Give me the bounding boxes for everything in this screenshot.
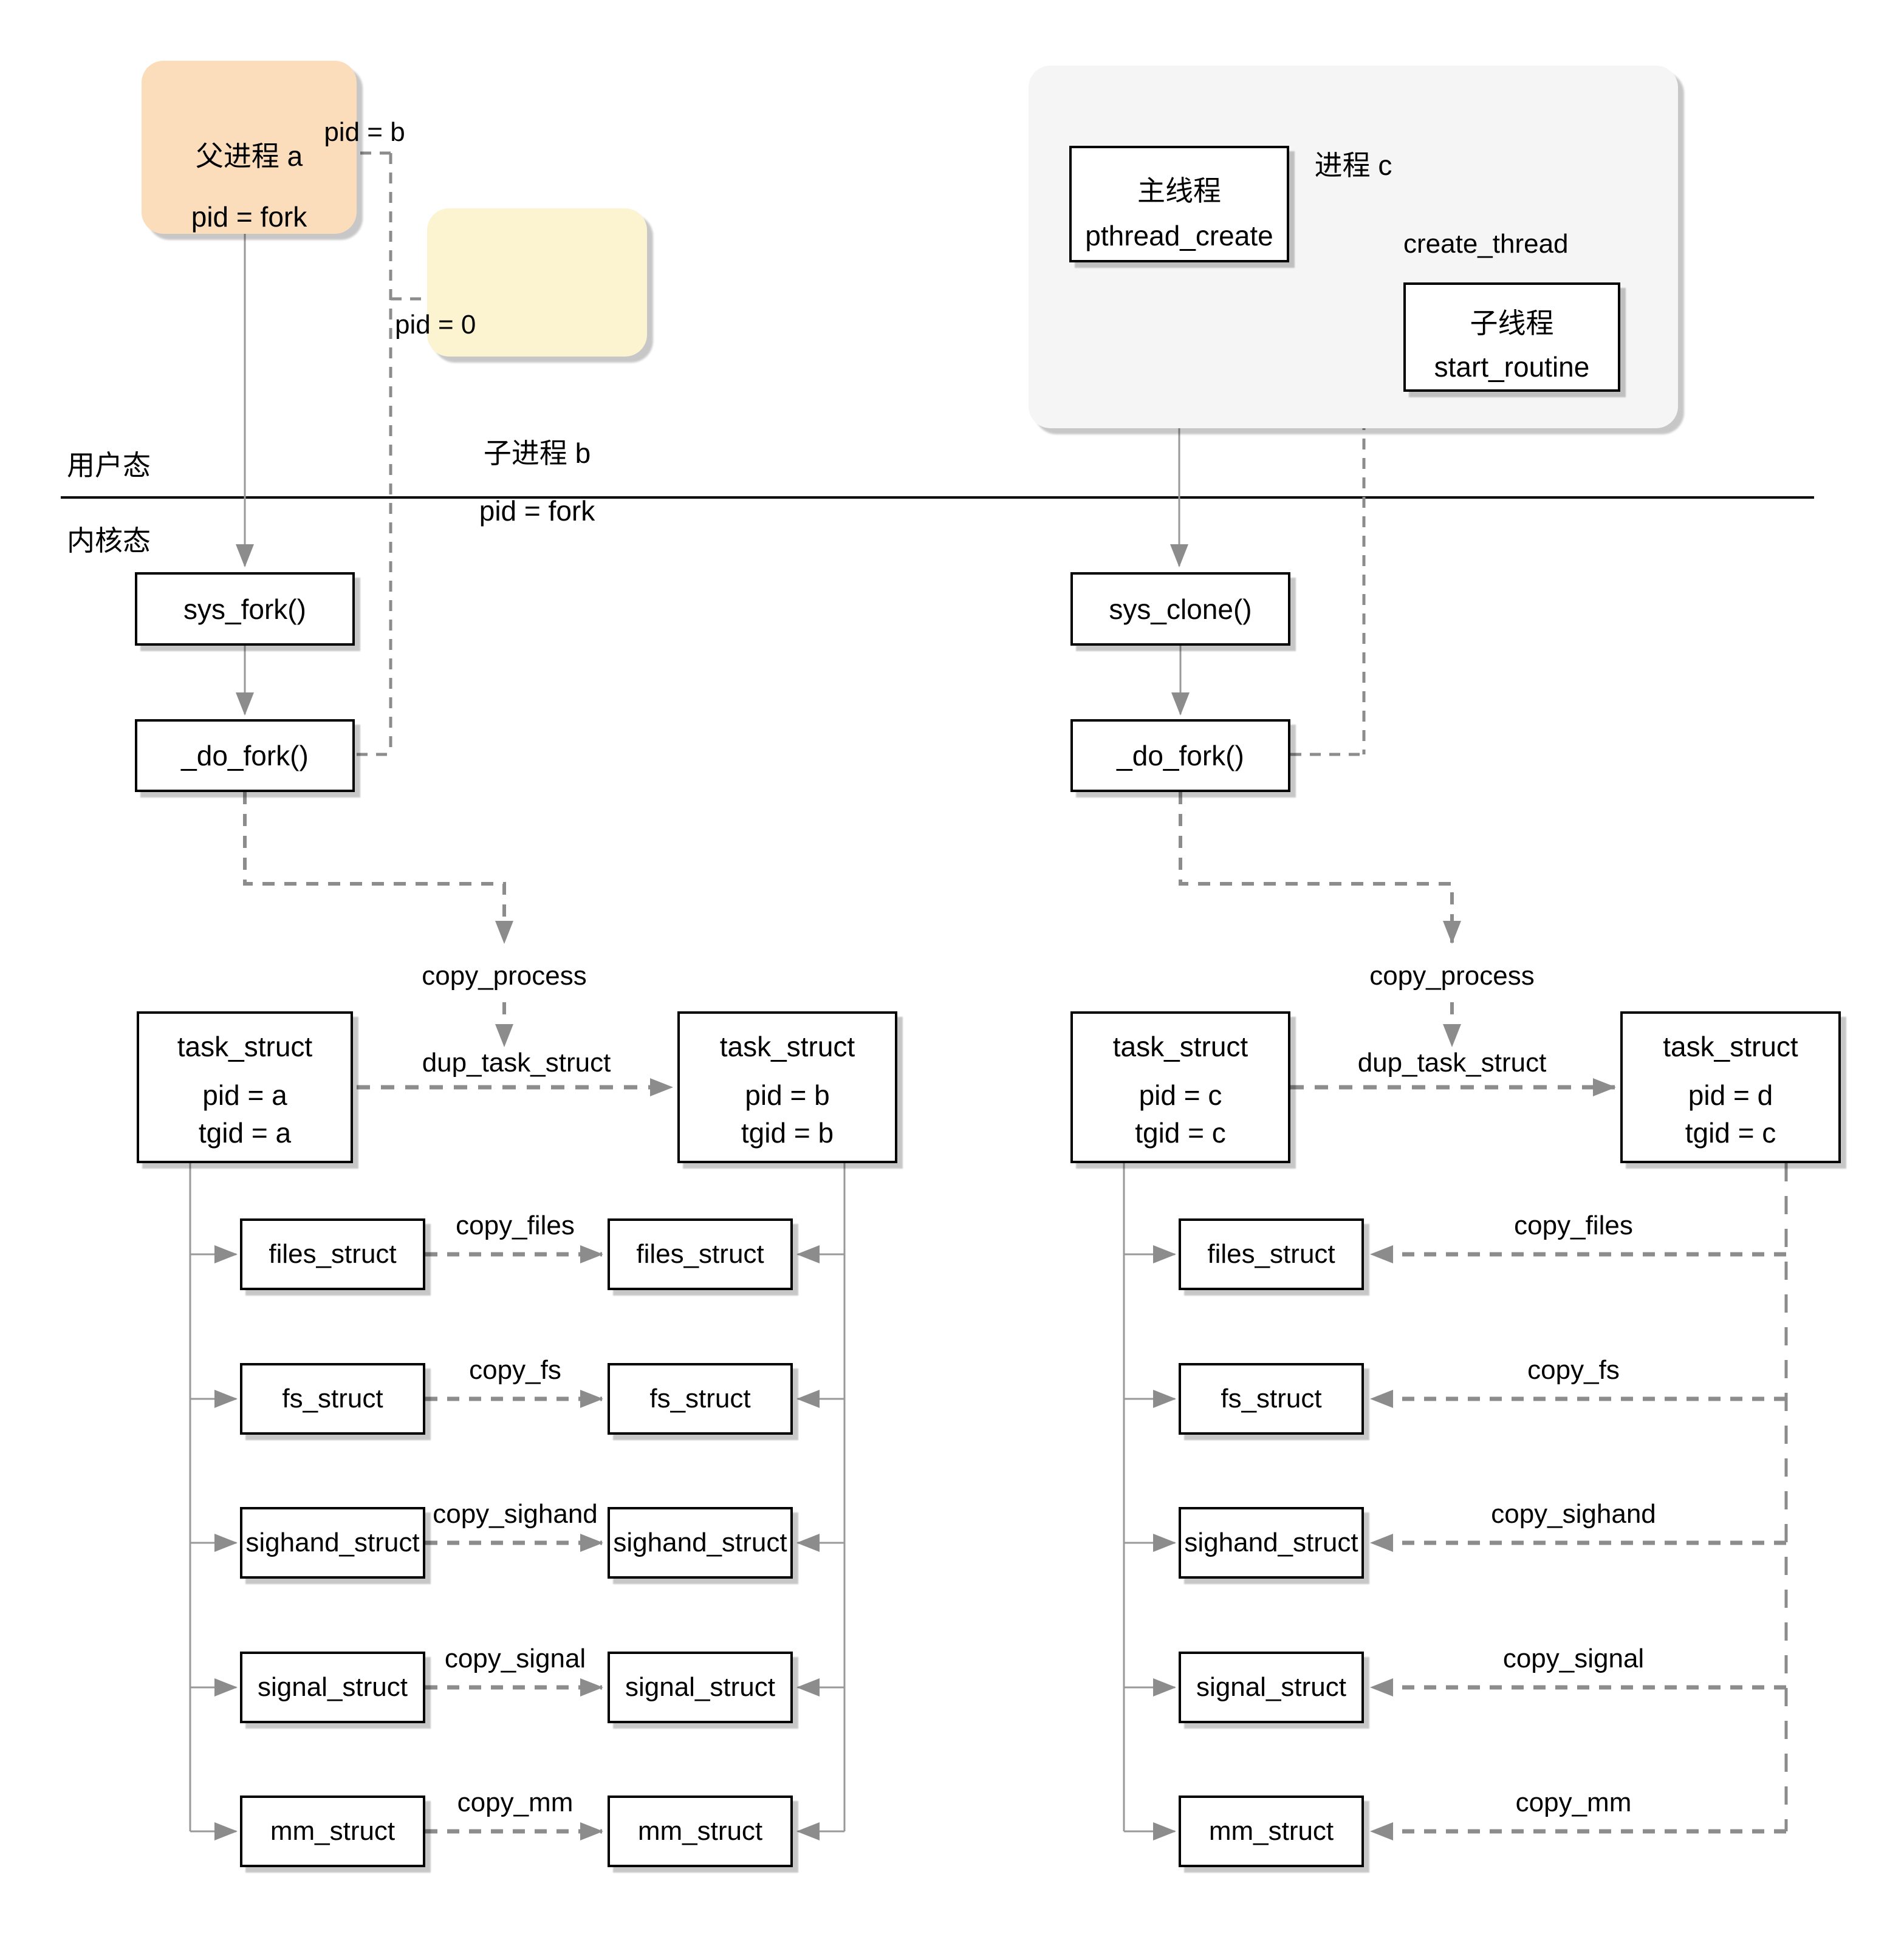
task-c-pid: pid = c bbox=[1139, 1079, 1222, 1111]
fs-struct-box-clone: fs_struct bbox=[1179, 1363, 1364, 1435]
fs-struct-box-fork-left: fs_struct bbox=[240, 1363, 425, 1435]
child-process-b-box: 子进程 b pid = fork bbox=[427, 208, 647, 527]
parent-process-title: 父进程 a bbox=[195, 140, 303, 172]
user-mode-label: 用户态 bbox=[67, 449, 151, 481]
child-process-title: 子进程 b bbox=[483, 437, 591, 469]
signal-struct-box-fork-right: signal_struct bbox=[608, 1652, 793, 1723]
task-struct-d-box: task_struct pid = d tgid = c bbox=[1620, 1011, 1841, 1163]
main-thread-title: 主线程 bbox=[1137, 175, 1221, 207]
copy-mm-label-fork: copy_mm bbox=[457, 1788, 574, 1817]
pthread-create-text: pthread_create bbox=[1085, 220, 1273, 251]
task-struct-b-box: task_struct pid = b tgid = b bbox=[677, 1011, 897, 1163]
mm-struct-box-fork-right: mm_struct bbox=[608, 1796, 793, 1867]
task-d-title: task_struct bbox=[1663, 1031, 1798, 1062]
copy-process-label-fork: copy_process bbox=[422, 961, 587, 991]
sighand-struct-box-clone: sighand_struct bbox=[1179, 1507, 1364, 1579]
mm-struct-box-fork-left: mm_struct bbox=[240, 1796, 425, 1867]
kernel-mode-label: 内核态 bbox=[67, 525, 151, 556]
parent-pid-fork-text: pid = fork bbox=[191, 201, 307, 233]
dofork2-to-copyprocess-dashed bbox=[1179, 792, 1461, 944]
task-b-title: task_struct bbox=[719, 1031, 855, 1062]
main-thread-box: 主线程 pthread_create bbox=[1069, 146, 1289, 262]
pid-b-label: pid = b bbox=[324, 117, 405, 147]
do-fork-box-clone: _do_fork() bbox=[1070, 719, 1290, 792]
copy-fs-label-clone: copy_fs bbox=[1527, 1355, 1620, 1385]
sighand-struct-box-fork-right: sighand_struct bbox=[608, 1507, 793, 1579]
copy-files-label-fork: copy_files bbox=[456, 1211, 575, 1240]
copy-files-label-clone: copy_files bbox=[1514, 1211, 1633, 1240]
sys-clone-box: sys_clone() bbox=[1070, 572, 1290, 646]
create-thread-label: create_thread bbox=[1403, 229, 1569, 259]
task-d-tgid: tgid = c bbox=[1685, 1117, 1776, 1149]
child-thread-title: 子线程 bbox=[1470, 307, 1554, 339]
sys-fork-box: sys_fork() bbox=[135, 572, 355, 646]
task-struct-c-box: task_struct pid = c tgid = c bbox=[1070, 1011, 1290, 1163]
child-thread-box: 子线程 start_routine bbox=[1403, 282, 1620, 392]
files-struct-box-fork-right: files_struct bbox=[608, 1218, 793, 1290]
signal-struct-box-fork-left: signal_struct bbox=[240, 1652, 425, 1723]
task-c-title: task_struct bbox=[1112, 1031, 1248, 1062]
task-a-pid: pid = a bbox=[202, 1079, 287, 1111]
copy-sighand-label-clone: copy_sighand bbox=[1491, 1499, 1656, 1529]
pid-0-label: pid = 0 bbox=[395, 310, 476, 340]
task-a-tgid: tgid = a bbox=[198, 1117, 292, 1149]
dup-task-struct-label-clone: dup_task_struct bbox=[1357, 1048, 1547, 1078]
sighand-struct-box-fork-left: sighand_struct bbox=[240, 1507, 425, 1579]
start-routine-text: start_routine bbox=[1434, 351, 1590, 383]
task-a-title: task_struct bbox=[177, 1031, 313, 1062]
task-struct-a-box: task_struct pid = a tgid = a bbox=[137, 1011, 353, 1163]
do-fork-box-fork: _do_fork() bbox=[135, 719, 355, 792]
fs-struct-box-fork-right: fs_struct bbox=[608, 1363, 793, 1435]
copy-signal-label-fork: copy_signal bbox=[444, 1644, 586, 1673]
signal-struct-box-clone: signal_struct bbox=[1179, 1652, 1364, 1723]
copy-process-label-clone: copy_process bbox=[1369, 961, 1535, 991]
task-d-pid: pid = d bbox=[1688, 1079, 1773, 1111]
child-pid-fork-text: pid = fork bbox=[479, 495, 595, 527]
process-c-title: 进程 c bbox=[1314, 149, 1392, 181]
task-c-tgid: tgid = c bbox=[1135, 1117, 1226, 1149]
task-b-tgid: tgid = b bbox=[741, 1117, 834, 1149]
dofork-to-copyprocess-dashed bbox=[243, 792, 513, 944]
task-b-pid: pid = b bbox=[745, 1079, 830, 1111]
files-struct-box-clone: files_struct bbox=[1179, 1218, 1364, 1290]
mm-struct-box-clone: mm_struct bbox=[1179, 1796, 1364, 1867]
copy-mm-label-clone: copy_mm bbox=[1515, 1788, 1632, 1817]
copy-sighand-label-fork: copy_sighand bbox=[433, 1499, 598, 1529]
copy-fs-label-fork: copy_fs bbox=[469, 1355, 561, 1385]
copy-signal-label-clone: copy_signal bbox=[1502, 1644, 1645, 1673]
files-struct-box-fork-left: files_struct bbox=[240, 1218, 425, 1290]
dup-task-struct-label-fork: dup_task_struct bbox=[422, 1048, 611, 1078]
